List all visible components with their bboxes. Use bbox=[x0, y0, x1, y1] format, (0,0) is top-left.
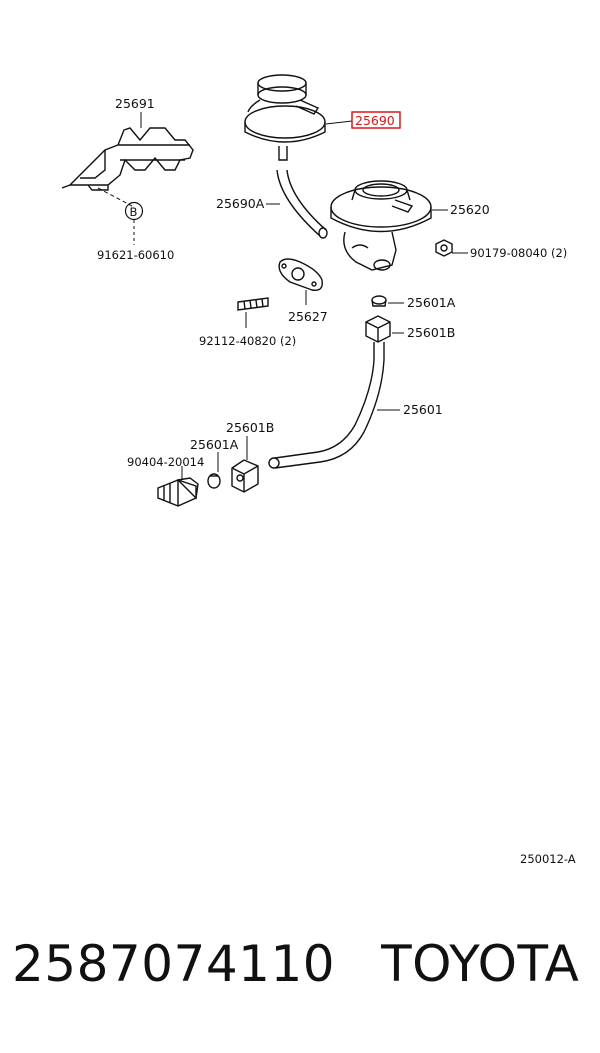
label-b: B bbox=[130, 205, 138, 219]
gasket-25627[interactable] bbox=[278, 258, 323, 291]
label-25620: 25620 bbox=[450, 202, 490, 217]
egr-pipe-25601[interactable] bbox=[268, 342, 385, 469]
label-25627: 25627 bbox=[288, 309, 328, 324]
nut-90179[interactable] bbox=[435, 239, 453, 257]
label-25601B-low: 25601B bbox=[226, 420, 274, 435]
ref-circle-b bbox=[124, 201, 144, 221]
leader-25690 bbox=[325, 120, 353, 125]
union-fitting-90404[interactable] bbox=[157, 477, 199, 507]
hose-25690A[interactable] bbox=[276, 169, 328, 239]
bracket-25691[interactable] bbox=[61, 127, 194, 191]
label-25691: 25691 bbox=[115, 96, 155, 111]
label-90179: 90179-08040 (2) bbox=[470, 246, 567, 260]
label-91621: 91621-60610 bbox=[97, 248, 174, 262]
stud-92112[interactable] bbox=[237, 297, 269, 311]
label-92112: 92112-40820 (2) bbox=[199, 334, 296, 348]
label-90404: 90404-20014 bbox=[127, 455, 204, 469]
union-nut-25601B-low[interactable] bbox=[231, 459, 259, 493]
label-25601A-low: 25601A bbox=[190, 437, 239, 452]
part-caption: 2587074110 TOYOTA bbox=[12, 935, 592, 993]
label-25601A-top: 25601A bbox=[407, 295, 456, 310]
union-nut-25601B-top[interactable] bbox=[365, 315, 391, 343]
label-25690: 25690 bbox=[355, 113, 395, 128]
ferrule-25601A-top[interactable] bbox=[371, 295, 387, 307]
figure-code: 250012-A bbox=[520, 852, 576, 866]
brand-name: TOYOTA bbox=[381, 935, 580, 993]
egr-valve-25620[interactable] bbox=[330, 180, 432, 271]
label-25601B-top: 25601B bbox=[407, 325, 455, 340]
ferrule-25601A-low[interactable] bbox=[207, 473, 221, 489]
label-25601: 25601 bbox=[403, 402, 443, 417]
vacuum-modulator-25690[interactable] bbox=[244, 74, 326, 161]
part-number: 2587074110 bbox=[12, 935, 336, 993]
label-25690A: 25690A bbox=[216, 196, 265, 211]
highlight-box-25690 bbox=[351, 111, 401, 129]
